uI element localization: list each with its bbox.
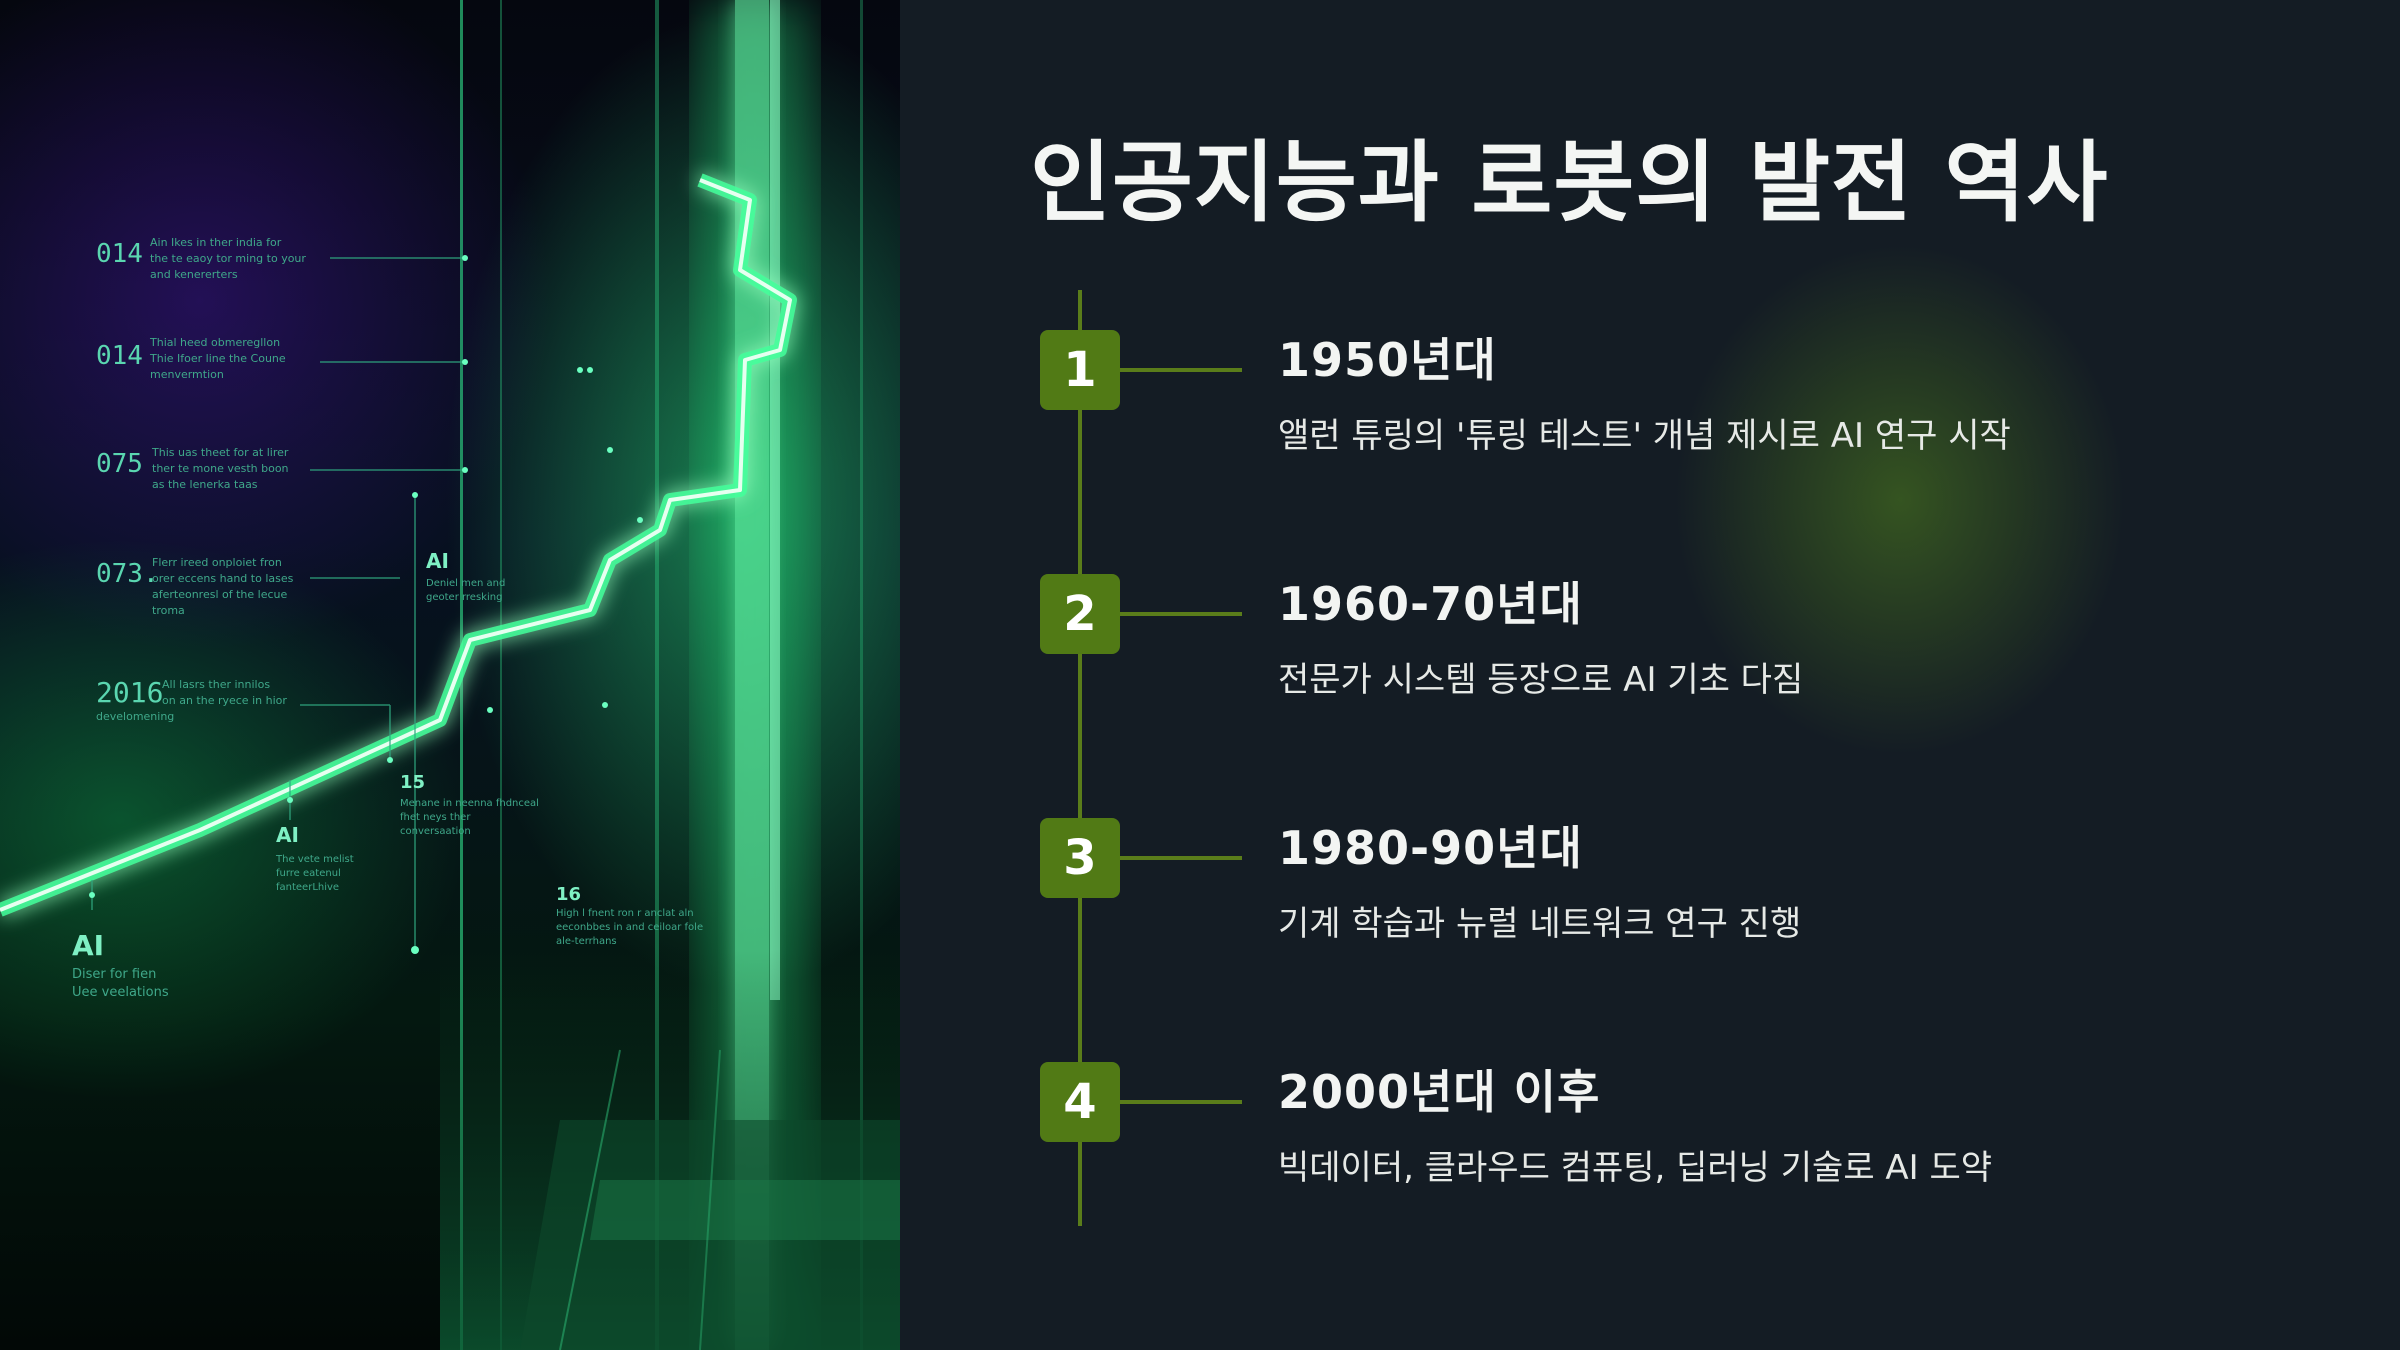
timeline-item-4: 4 2000년대 이후 빅데이터, 클라우드 컴퓨팅, 딥러닝 기술로 AI 도… — [900, 1062, 2400, 1262]
marker-text: furre eatenul — [276, 868, 341, 879]
marker-head: 16 — [556, 884, 581, 905]
marker-text: fanteerLhive — [276, 882, 339, 893]
label-text: menvermtion — [150, 368, 224, 381]
marker-text: Uee veelations — [72, 985, 169, 1000]
marker-dots — [89, 255, 643, 954]
timeline-connector — [1120, 1100, 1242, 1104]
period-title: 2000년대 이후 — [1278, 1065, 1601, 1119]
label-text: and kenererters — [150, 268, 238, 281]
label-text: aferteonresl of the lecue — [152, 588, 288, 601]
label-text: All lasrs ther innilos — [162, 678, 270, 691]
left-labels: 014 Ain Ikes in ther india for the te ea… — [96, 236, 306, 723]
growth-line — [0, 173, 797, 917]
label-text: as the lenerka taas — [152, 478, 258, 491]
timeline-axis — [1078, 290, 1082, 1226]
marker-text: geoter rresking — [426, 592, 502, 603]
timeline-connector — [1120, 612, 1242, 616]
slide-title: 인공지능과 로봇의 발전 역사 — [1030, 131, 2109, 234]
marker-text: eeconbbes in and ceiloar fole — [556, 922, 703, 933]
label-text: troma — [152, 604, 185, 617]
floor-grid — [440, 950, 900, 1350]
label-text: Ain Ikes in ther india for — [150, 236, 282, 249]
marker-text: ale-terrhans — [556, 936, 617, 947]
content-panel: 인공지능과 로봇의 발전 역사 1 1950년대 앨런 튜링의 '튜링 테스트'… — [900, 0, 2400, 1350]
period-title: 1980-90년대 — [1278, 821, 1583, 875]
label-3: 075 This uas theet for at lirer ther te … — [96, 446, 289, 491]
timeline-item-2: 2 1960-70년대 전문가 시스템 등장으로 AI 기초 다짐 — [900, 574, 2400, 774]
label-4: 073. Flerr ireed onploiet fron orer ecce… — [96, 556, 294, 617]
step-badge: 1 — [1040, 330, 1120, 410]
timeline-connector — [1120, 368, 1242, 372]
marker-text: Diser for fien — [72, 967, 156, 982]
label-number: 075 — [96, 449, 143, 479]
period-title: 1960-70년대 — [1278, 577, 1583, 631]
ai-marker-3: 15 Menane in neenna fhdnceal fhet neys t… — [400, 772, 539, 837]
ai-markers: AI Diser for fien Uee veelations AI The … — [72, 549, 703, 1000]
step-badge: 2 — [1040, 574, 1120, 654]
period-description: 기계 학습과 뉴럴 네트워크 연구 진행 — [1278, 904, 1802, 944]
ai-marker-1: AI Diser for fien Uee veelations — [72, 929, 169, 1000]
marker-text: The vete melist — [275, 854, 354, 865]
label-number: 014 — [96, 239, 143, 269]
timeline-connector — [1120, 856, 1242, 860]
marker-text: fhet neys ther — [400, 812, 471, 823]
marker-head: AI — [426, 549, 449, 573]
label-text: the te eaoy tor ming to your — [150, 252, 306, 265]
marker-head: AI — [72, 929, 104, 962]
label-text: orer eccens hand to lases — [152, 572, 294, 585]
label-text: This uas theet for at lirer — [151, 446, 289, 459]
label-text: ther te mone vesth boon — [152, 462, 289, 475]
label-text: on an the ryece in hior — [162, 694, 287, 707]
period-title: 1950년대 — [1278, 333, 1497, 387]
hero-illustration: 014 Ain Ikes in ther india for the te ea… — [0, 0, 900, 1350]
label-text: Flerr ireed onploiet fron — [152, 556, 282, 569]
marker-text: Deniel men and — [426, 578, 505, 589]
ai-marker-2: AI The vete melist furre eatenul fanteer… — [275, 823, 354, 893]
label-number: 014 — [96, 341, 143, 371]
label-5: 2016 All lasrs ther innilos on an the ry… — [96, 676, 287, 723]
marker-text: Menane in neenna fhdnceal — [400, 798, 539, 809]
hero-image: 014 Ain Ikes in ther india for the te ea… — [0, 0, 900, 1350]
label-1: 014 Ain Ikes in ther india for the te ea… — [96, 236, 306, 281]
ai-marker-4: AI Deniel men and geoter rresking — [426, 549, 505, 603]
timeline-item-1: 1 1950년대 앨런 튜링의 '튜링 테스트' 개념 제시로 AI 연구 시작 — [900, 330, 2400, 530]
timeline-item-3: 3 1980-90년대 기계 학습과 뉴럴 네트워크 연구 진행 — [900, 818, 2400, 1018]
label-2: 014 Thial heed obmeregllon Thie Ifoer li… — [96, 336, 286, 381]
marker-text: conversaation — [400, 826, 471, 837]
label-text: develomening — [96, 710, 174, 723]
label-number: 2016 — [96, 676, 163, 709]
step-badge: 3 — [1040, 818, 1120, 898]
label-text: Thial heed obmeregllon — [149, 336, 280, 349]
label-text: Thie Ifoer line the Coune — [149, 352, 286, 365]
period-description: 전문가 시스템 등장으로 AI 기초 다짐 — [1278, 660, 1804, 700]
marker-head: 15 — [400, 772, 425, 793]
marker-head: AI — [276, 823, 299, 847]
label-number: 073. — [96, 559, 159, 589]
period-description: 빅데이터, 클라우드 컴퓨팅, 딥러닝 기술로 AI 도약 — [1278, 1148, 1993, 1188]
ai-marker-5: 16 High l fnent ron r anclat aln eeconbb… — [556, 884, 703, 947]
marker-text: High l fnent ron r anclat aln — [556, 908, 694, 919]
step-badge: 4 — [1040, 1062, 1120, 1142]
period-description: 앨런 튜링의 '튜링 테스트' 개념 제시로 AI 연구 시작 — [1278, 416, 2011, 456]
